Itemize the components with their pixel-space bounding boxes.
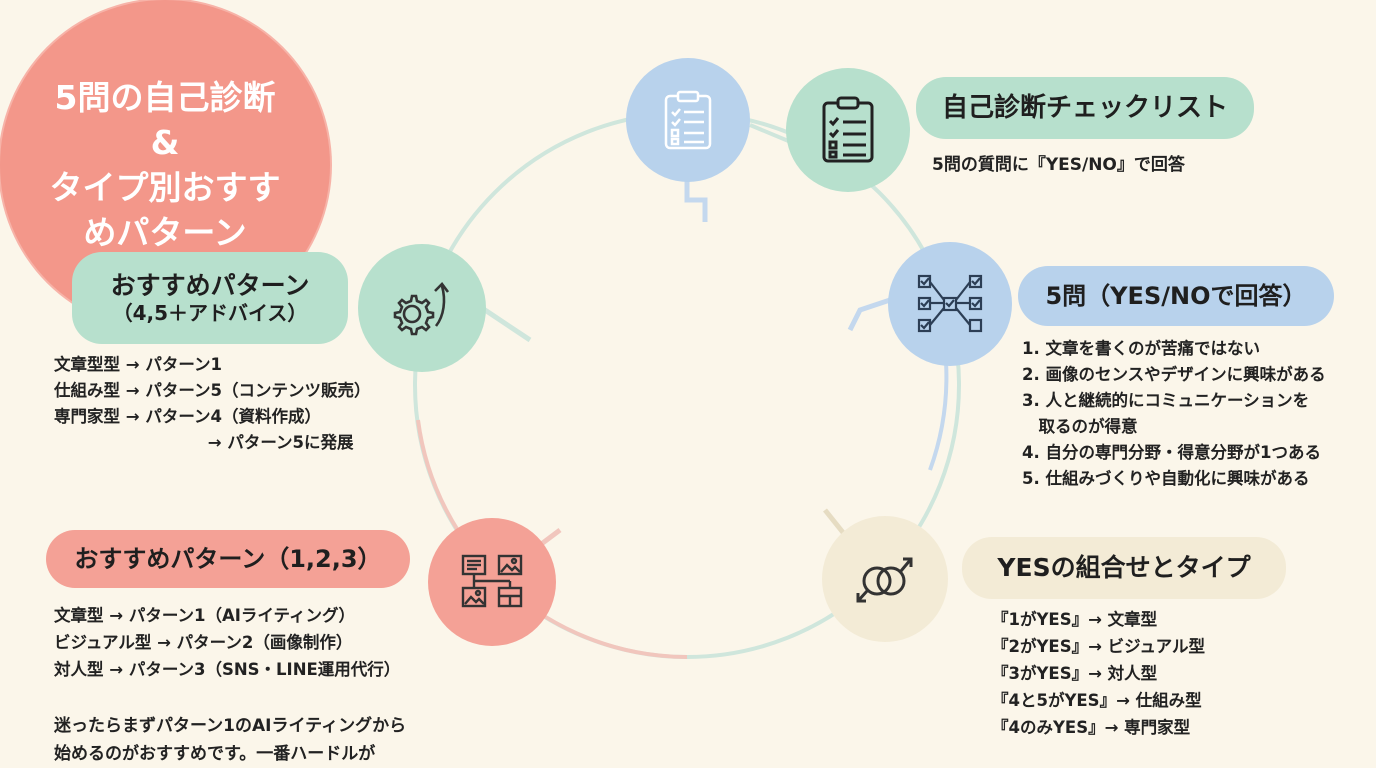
pattern45-item: 文章型型 → パターン1 <box>54 355 222 374</box>
question-item: 3. 人と継続的にコミュニケーションを <box>1022 391 1310 410</box>
pattern123-note: 迷ったらまずパターン1のAIライティングから 始めるのがおすすめです。一番ハード… <box>54 712 406 768</box>
gear-circle <box>358 244 486 372</box>
combo-item: 『3がYES』→ 対人型 <box>992 664 1158 683</box>
question-item: 2. 画像のセンスやデザインに興味がある <box>1022 365 1326 384</box>
questions-title: 5問（YES/NOで回答） <box>1045 282 1307 310</box>
questions-circle <box>888 242 1012 366</box>
rings-icon <box>856 557 913 603</box>
question-item: 1. 文章を書くのが苦痛ではない <box>1022 339 1260 358</box>
layout-circle <box>428 518 556 646</box>
center-title-line2: & <box>150 123 180 162</box>
clipboard-circle <box>626 58 750 182</box>
pattern45-item: 専門家型 → パターン4（資料作成） <box>54 407 321 426</box>
question-item: 取るのが得意 <box>1022 417 1138 436</box>
checklist-description: 5問の質問に『YES/NO』で回答 <box>932 155 1185 175</box>
pattern45-title: おすすめパターン <box>110 270 310 300</box>
pattern45-item: 仕組み型 → パターン5（コンテンツ販売） <box>54 381 371 400</box>
questions-list: 1. 文章を書くのが苦痛ではない 2. 画像のセンスやデザインに興味がある 3.… <box>1022 336 1326 492</box>
checklist-circle <box>786 68 910 192</box>
gear-arrow-icon <box>393 282 450 336</box>
question-item: 5. 仕組みづくりや自動化に興味がある <box>1022 469 1310 488</box>
questions-title-pill: 5問（YES/NOで回答） <box>1018 266 1334 326</box>
layout-images-icon <box>461 554 523 608</box>
combo-item: 『4と5がYES』→ 仕組み型 <box>992 691 1202 710</box>
question-item: 4. 自分の専門分野・得意分野が1つある <box>1022 443 1321 462</box>
combo-item: 『2がYES』→ ビジュアル型 <box>992 637 1206 656</box>
pattern123-item: 対人型 → パターン3（SNS・LINE運用代行） <box>54 660 401 679</box>
pattern123-title-pill: おすすめパターン（1,2,3） <box>46 530 410 588</box>
combo-item: 『1がYES』→ 文章型 <box>992 610 1158 629</box>
pattern45-subtitle: （4,5＋アドバイス） <box>112 301 308 326</box>
combos-list: 『1がYES』→ 文章型 『2がYES』→ ビジュアル型 『3がYES』→ 対人… <box>992 606 1205 741</box>
checklist-icon <box>822 96 874 163</box>
pattern45-title-pill: おすすめパターン （4,5＋アドバイス） <box>72 252 348 344</box>
pattern123-list: 文章型 → パターン1（AIライティング） ビジュアル型 → パターン2（画像制… <box>54 602 400 683</box>
pattern45-list: 文章型型 → パターン1 仕組み型 → パターン5（コンテンツ販売） 専門家型 … <box>54 352 370 456</box>
checklist-title: 自己診断チェックリスト <box>941 92 1228 123</box>
pattern123-item: ビジュアル型 → パターン2（画像制作） <box>54 633 353 652</box>
combos-title-pill: YESの組合せとタイプ <box>962 537 1286 599</box>
network-checklist-icon <box>917 274 983 333</box>
checklist-title-pill: 自己診断チェックリスト <box>916 77 1254 139</box>
combos-circle <box>822 516 948 642</box>
clipboard-icon <box>664 90 712 150</box>
center-title-line3: タイプ別おすす <box>49 168 281 207</box>
pattern123-note-line: 迷ったらまずパターン1のAIライティングから <box>54 716 407 736</box>
pattern123-title: おすすめパターン（1,2,3） <box>74 545 382 573</box>
combos-title: YESの組合せとタイプ <box>997 553 1251 583</box>
pattern45-item: → パターン5に発展 <box>136 433 354 452</box>
center-title-line4: めパターン <box>83 213 247 252</box>
pattern123-note-line: 始めるのがおすすめです。一番ハードルが <box>54 744 376 764</box>
pattern123-item: 文章型 → パターン1（AIライティング） <box>54 606 356 625</box>
combo-item: 『4のみYES』→ 専門家型 <box>992 718 1191 737</box>
center-title-line1: 5問の自己診断 <box>54 78 276 117</box>
